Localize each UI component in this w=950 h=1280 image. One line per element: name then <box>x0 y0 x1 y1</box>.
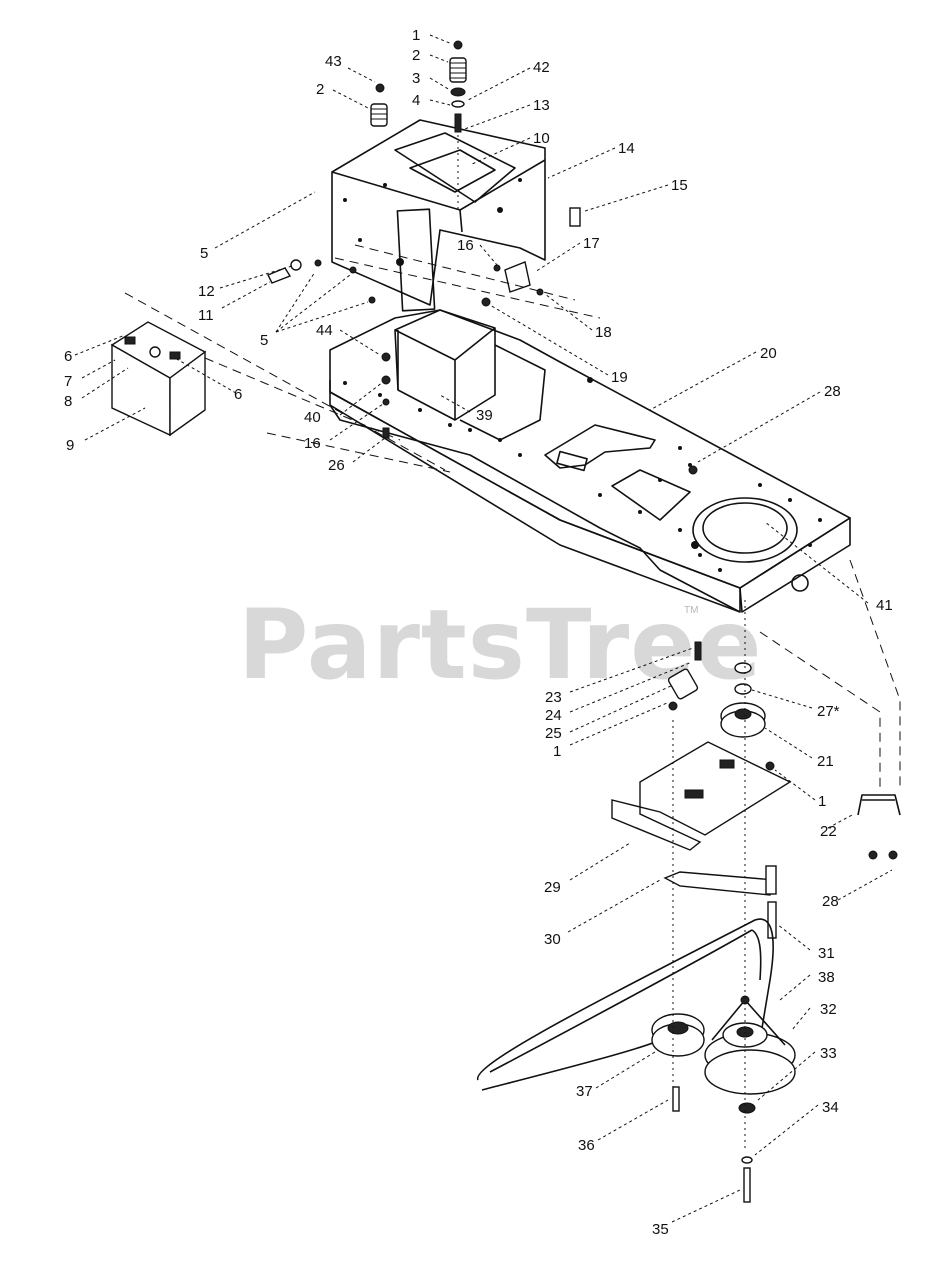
callout-8: 8 <box>64 393 72 410</box>
callout-2: 2 <box>412 47 420 64</box>
callout-23: 23 <box>545 689 562 706</box>
callout-35: 35 <box>652 1221 669 1238</box>
callout-1: 1 <box>553 743 561 760</box>
callout-16: 16 <box>457 237 474 254</box>
callout-37: 37 <box>576 1083 593 1100</box>
callout-7: 7 <box>64 373 72 390</box>
callout-27: 27* <box>817 703 840 720</box>
callout-39: 39 <box>476 407 493 424</box>
callout-32: 32 <box>820 1001 837 1018</box>
leader-arrows <box>74 34 893 1223</box>
battery <box>110 321 207 437</box>
callout-42: 42 <box>533 59 550 76</box>
callout-9: 9 <box>66 437 74 454</box>
callout-22: 22 <box>820 823 837 840</box>
side-hardware <box>267 207 698 475</box>
callout-6: 6 <box>234 386 242 403</box>
callout-30: 30 <box>544 931 561 948</box>
upper-hardware <box>370 40 467 210</box>
callout-4: 4 <box>412 92 420 109</box>
callout-1: 1 <box>412 27 420 44</box>
callout-25: 25 <box>545 725 562 742</box>
drive-assembly <box>477 559 901 1203</box>
callout-5: 5 <box>260 332 268 349</box>
callout-26: 26 <box>328 457 345 474</box>
callout-2: 2 <box>316 81 324 98</box>
callout-5: 5 <box>200 245 208 262</box>
callout-6: 6 <box>64 348 72 365</box>
callout-24: 24 <box>545 707 562 724</box>
callout-40: 40 <box>304 409 321 426</box>
callout-labels: 1 2 3 4 42 43 2 13 10 14 15 5 16 17 12 1… <box>64 27 893 1238</box>
callout-43: 43 <box>325 53 342 70</box>
callout-14: 14 <box>618 140 635 157</box>
callout-16: 16 <box>304 435 321 452</box>
callout-34: 34 <box>822 1099 839 1116</box>
callout-1: 1 <box>818 793 826 810</box>
callout-19: 19 <box>611 369 628 386</box>
callout-18: 18 <box>595 324 612 341</box>
callout-29: 29 <box>544 879 561 896</box>
callout-41: 41 <box>876 597 893 614</box>
callout-36: 36 <box>578 1137 595 1154</box>
callout-11: 11 <box>198 307 214 324</box>
callout-31: 31 <box>818 945 835 962</box>
callout-21: 21 <box>817 753 834 770</box>
watermark-trademark: TM <box>684 605 698 616</box>
callout-20: 20 <box>760 345 777 362</box>
callout-15: 15 <box>671 177 688 194</box>
frame-holes <box>343 377 822 572</box>
callout-13: 13 <box>533 97 550 114</box>
battery-tray <box>394 309 546 441</box>
callout-28: 28 <box>822 893 839 910</box>
callout-38: 38 <box>818 969 835 986</box>
frame-assembly <box>329 309 851 613</box>
callout-17: 17 <box>583 235 600 252</box>
callout-10: 10 <box>533 130 550 147</box>
callout-12: 12 <box>198 283 215 300</box>
callout-44: 44 <box>316 322 333 339</box>
callout-3: 3 <box>412 70 420 87</box>
callout-33: 33 <box>820 1045 837 1062</box>
console-box <box>331 119 546 312</box>
callout-28: 28 <box>824 383 841 400</box>
